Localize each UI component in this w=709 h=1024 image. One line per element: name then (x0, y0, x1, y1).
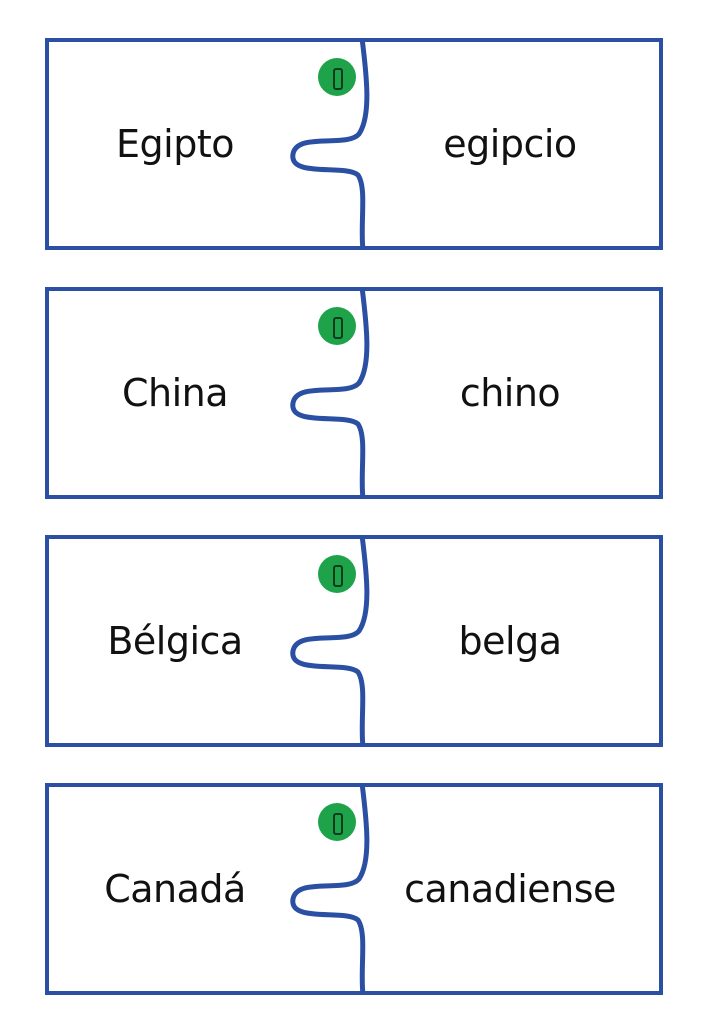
puzzle-outline (45, 535, 663, 747)
logo-icon (318, 307, 356, 345)
puzzle-card: China chino (45, 287, 663, 499)
nationality-name: belga (458, 619, 562, 663)
logo-icon (318, 555, 356, 593)
logo-icon (318, 58, 356, 96)
puzzle-card: Bélgica belga (45, 535, 663, 747)
country-name: Canadá (104, 867, 246, 911)
puzzle-outline (45, 783, 663, 995)
puzzle-outline (45, 287, 663, 499)
country-name: Bélgica (107, 619, 243, 663)
country-name: China (121, 371, 229, 415)
nationality-name: egipcio (443, 122, 577, 166)
puzzle-card: Canadá canadiense (45, 783, 663, 995)
logo-icon (318, 803, 356, 841)
puzzle-outline (45, 38, 663, 250)
country-name: Egipto (116, 122, 234, 166)
nationality-name: canadiense (404, 867, 616, 911)
puzzle-card: Egipto egipcio (45, 38, 663, 250)
nationality-name: chino (459, 371, 561, 415)
